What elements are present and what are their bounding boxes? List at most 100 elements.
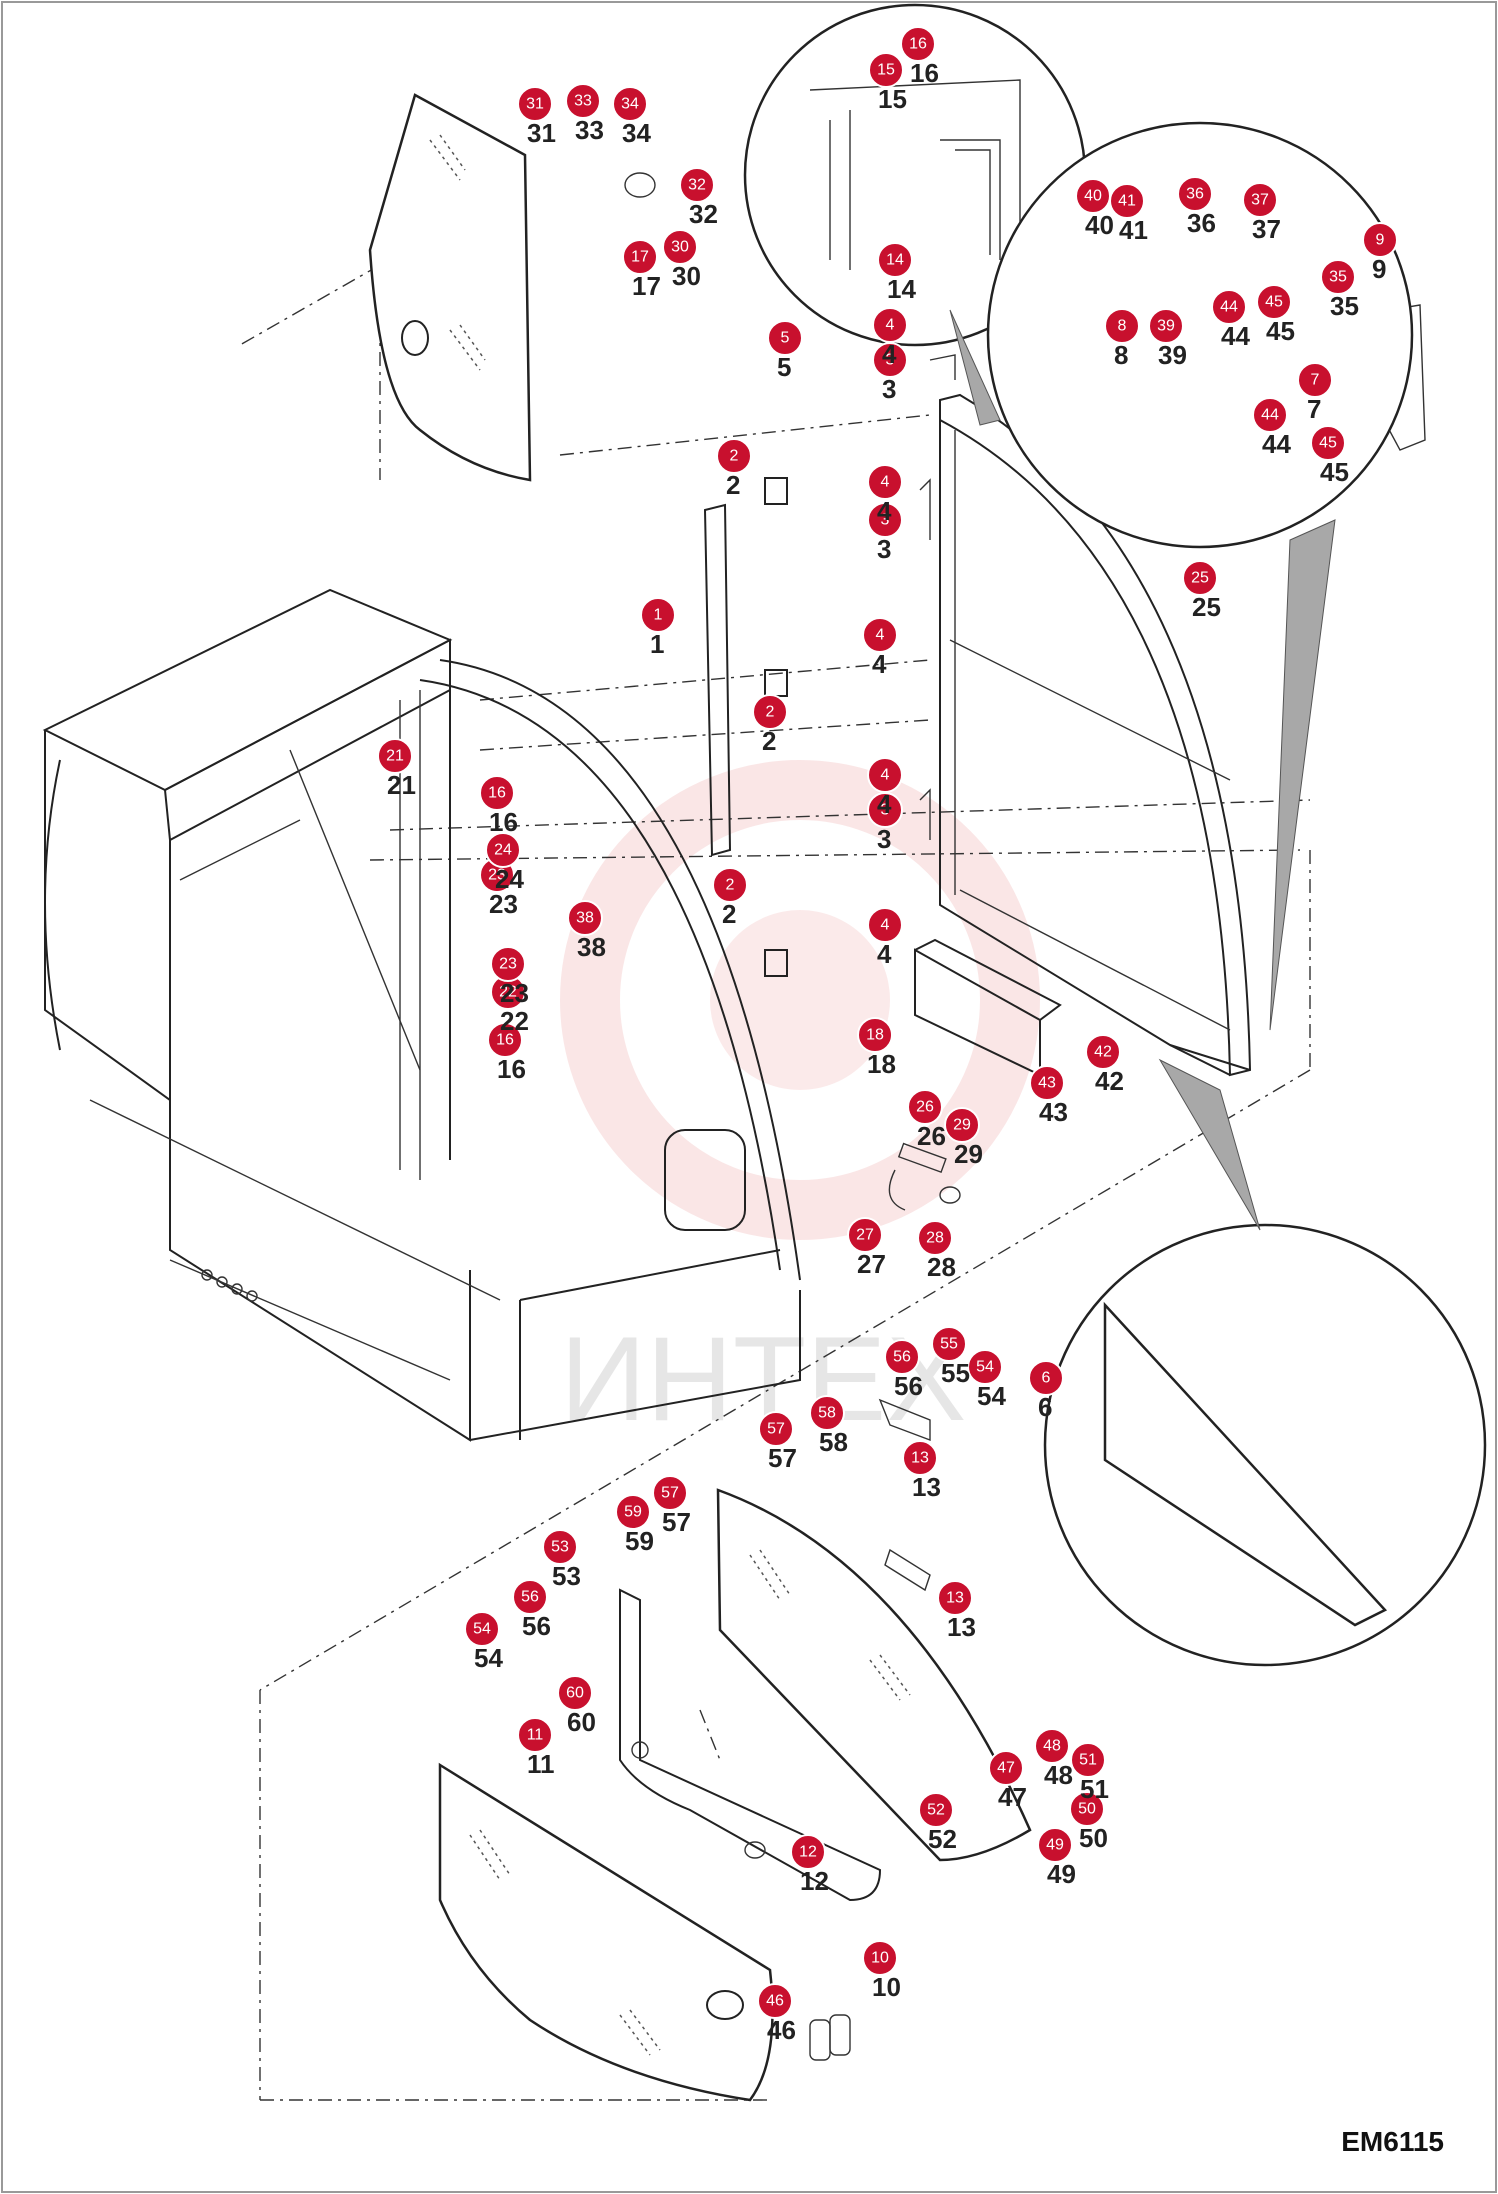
callout-number: 50 [1078, 1801, 1096, 1818]
part-number-label: 60 [567, 1707, 596, 1737]
part-number-label: 42 [1095, 1066, 1124, 1096]
callout-number: 13 [946, 1590, 964, 1607]
callout-bubble [1085, 1034, 1121, 1070]
callout-4: 44 [867, 907, 903, 969]
callout-number: 22 [499, 984, 517, 1001]
callout-number: 33 [574, 93, 592, 110]
part-number-label: 58 [819, 1427, 848, 1457]
callout-number: 48 [1043, 1738, 1061, 1755]
callout-bubble [862, 1940, 898, 1976]
callout-number: 53 [551, 1539, 569, 1556]
callout-number: 36 [1186, 186, 1204, 203]
callout-number: 44 [1220, 299, 1238, 316]
callout-bubble [1242, 182, 1278, 218]
callout-number: 44 [1261, 407, 1279, 424]
callout-number: 16 [909, 36, 927, 53]
lower-glass-panel [438, 1762, 774, 2102]
callout-number: 13 [911, 1450, 929, 1467]
callout-3: 33 [872, 342, 908, 404]
callout-number: 2 [766, 704, 775, 721]
callout-bubble [867, 907, 903, 943]
part-number-label: 10 [872, 1972, 901, 2002]
callout-bubble [662, 229, 698, 265]
callout-number: 49 [1046, 1837, 1064, 1854]
callout-number: 3 [881, 512, 890, 529]
part-number-label: 22 [500, 1006, 529, 1036]
part-number-label: 29 [954, 1139, 983, 1169]
callout-bubble [907, 1089, 943, 1125]
door-glass-panel [716, 1488, 1032, 1862]
part-number-label: 34 [622, 118, 651, 148]
callout-7: 77 [1297, 362, 1333, 424]
part-number-label: 13 [912, 1472, 941, 1502]
callout-bubble [490, 946, 526, 982]
part-number-label: 43 [1039, 1097, 1068, 1127]
callout-number: 30 [671, 239, 689, 256]
callout-bubble [712, 867, 748, 903]
callout-bubble [1148, 308, 1184, 344]
callout-bubble [1297, 362, 1333, 398]
callout-bubble [567, 900, 603, 936]
callout-bubble [944, 1107, 980, 1143]
callout-number: 9 [1376, 232, 1385, 249]
callout-number: 60 [566, 1685, 584, 1702]
callout-bubble [479, 775, 515, 811]
part-number-label: 3 [877, 824, 891, 854]
part-number-label: 3 [877, 534, 891, 564]
callout-bubble [640, 597, 676, 633]
part-number-label: 11 [527, 1749, 555, 1779]
part-number-label: 18 [867, 1049, 896, 1079]
callout-number: 4 [881, 767, 890, 784]
callout-bubble [1109, 183, 1145, 219]
callout-bubble [1070, 1742, 1106, 1778]
callout-number: 26 [916, 1099, 934, 1116]
part-number-label: 3 [882, 374, 896, 404]
callout-bubble [716, 438, 752, 474]
callout-number: 37 [1251, 192, 1269, 209]
detail-circle-bottom [1043, 1058, 1487, 1667]
callout-number: 16 [496, 1032, 514, 1049]
callout-number: 8 [1118, 318, 1127, 335]
callout-2: 22 [712, 867, 748, 929]
part-number-label: 46 [767, 2015, 796, 2045]
part-number-label: 4 [877, 789, 892, 819]
callout-4: 44 [872, 307, 908, 369]
callout-number: 7 [1311, 372, 1320, 389]
callout-bubble [900, 26, 936, 62]
construction-lines [239, 264, 1311, 2101]
part-number-label: 36 [1187, 208, 1216, 238]
callout-number: 29 [953, 1117, 971, 1134]
part-number-label: 4 [877, 939, 892, 969]
pin-assembly [888, 1142, 961, 1211]
part-number-label: 57 [768, 1443, 797, 1473]
callout-number: 15 [877, 62, 895, 79]
callout-9: 99 [1362, 222, 1398, 284]
part-number-label: 7 [1307, 394, 1321, 424]
part-number-label: 45 [1266, 316, 1295, 346]
callout-number: 59 [624, 1504, 642, 1521]
part-number-label: 12 [800, 1866, 829, 1896]
part-number-label: 26 [917, 1121, 946, 1151]
part-number-label: 24 [495, 864, 524, 894]
callout-bubble [902, 1440, 938, 1476]
callout-bubble [857, 1017, 893, 1053]
callout-number: 42 [1094, 1044, 1112, 1061]
callout-number: 2 [730, 448, 739, 465]
